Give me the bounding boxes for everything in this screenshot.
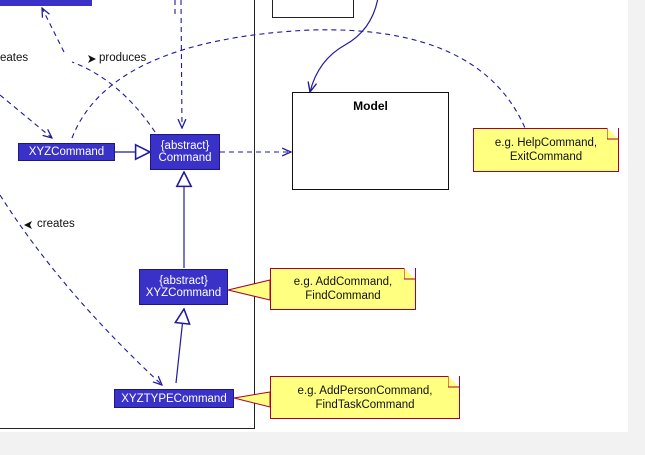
label-creates-mid: creates: [37, 218, 75, 230]
top-left-element: [0, 0, 92, 6]
class-abstract-command[interactable]: {abstract} Command: [150, 134, 220, 170]
label-creates-top: eates: [0, 52, 29, 64]
note-fold-icon: [404, 268, 415, 280]
class-xyztype-command[interactable]: XYZTYPECommand: [114, 389, 234, 408]
label-produces: produces: [99, 52, 147, 64]
note-line-1: e.g. HelpCommand,: [494, 137, 598, 149]
note-add-find: e.g. AddCommand, FindCommand: [270, 268, 416, 310]
creates-arrowhead: [24, 221, 32, 229]
class-xyz-command[interactable]: XYZCommand: [18, 143, 115, 161]
stereotype-label: {abstract}: [159, 275, 208, 287]
note-line-2: ExitCommand: [509, 151, 583, 163]
edge-produces: [71, 61, 156, 133]
note-line-2: FindTaskCommand: [315, 398, 415, 411]
edge-xyztype-extends-abstract: [176, 309, 184, 384]
edge-creates-xyztype: [0, 194, 162, 385]
note-addperson-findtask: e.g. AddPersonCommand, FindTaskCommand: [270, 376, 460, 419]
edge-note-help: [71, 29, 526, 139]
edge-creates-xyz: [0, 94, 52, 138]
top-box: [272, 0, 354, 18]
edges-layer: [0, 0, 526, 408]
edge-top-left: [42, 8, 65, 53]
produces-arrowhead: [88, 55, 96, 63]
model-component[interactable]: Model: [292, 92, 449, 190]
note-line-1: e.g. AddCommand,: [293, 276, 393, 288]
class-abstract-xyz-command[interactable]: {abstract} XYZCommand: [139, 269, 228, 305]
diagram-canvas: eates produces creates XYZCommand {abstr…: [0, 0, 628, 432]
edge-top-to-command: [181, 0, 182, 128]
stereotype-label: {abstract}: [160, 140, 210, 152]
note-line-2: FindCommand: [305, 290, 381, 302]
note-fold-icon: [448, 376, 459, 388]
note-help-exit: e.g. HelpCommand, ExitCommand: [473, 128, 619, 172]
class-name-label: Command: [158, 152, 212, 164]
note-fold-icon: [607, 128, 618, 140]
class-xyz-command-label: XYZCommand: [28, 146, 105, 158]
edge-into-model: [310, 0, 379, 92]
model-title: Model: [353, 99, 388, 113]
logic-component-frame: [0, 0, 255, 429]
note-pointer-addperson: [233, 391, 271, 408]
class-name-label: XYZCommand: [145, 287, 222, 299]
class-xyztype-command-label: XYZTYPECommand: [121, 392, 227, 405]
note-pointer-add: [227, 279, 271, 301]
note-line-1: e.g. AddPersonCommand,: [297, 384, 433, 397]
